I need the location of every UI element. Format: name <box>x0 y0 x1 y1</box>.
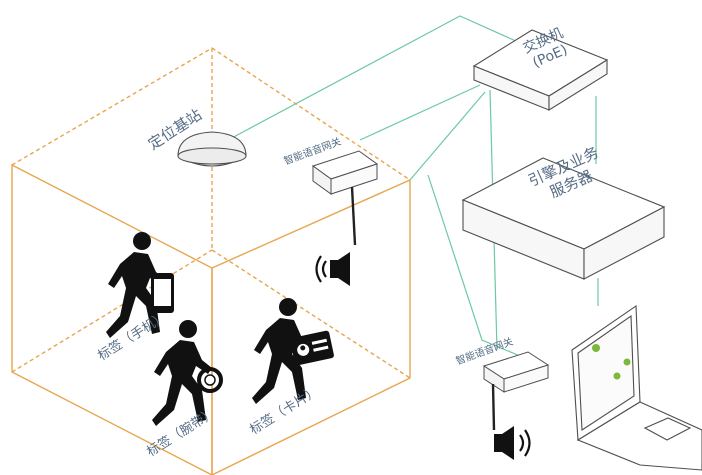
voice-gateway-top <box>311 150 379 246</box>
engine-server-box <box>461 157 666 280</box>
tag-band-person <box>152 320 223 426</box>
phone-icon <box>151 273 174 313</box>
wristband-icon <box>197 367 223 393</box>
speaker-icon <box>494 426 531 460</box>
switch-poe-box <box>472 29 609 111</box>
person-walking-icon <box>106 232 166 338</box>
base-station <box>177 131 247 167</box>
tag-phone-person <box>106 232 174 338</box>
badge-card-icon <box>290 330 334 366</box>
voice-gateway-bottom <box>482 351 550 431</box>
person-walking-icon <box>152 320 212 426</box>
speaker-icon <box>315 252 350 286</box>
tag-card-person <box>252 298 334 404</box>
network-links <box>227 15 599 357</box>
laptop-icon <box>571 304 702 471</box>
